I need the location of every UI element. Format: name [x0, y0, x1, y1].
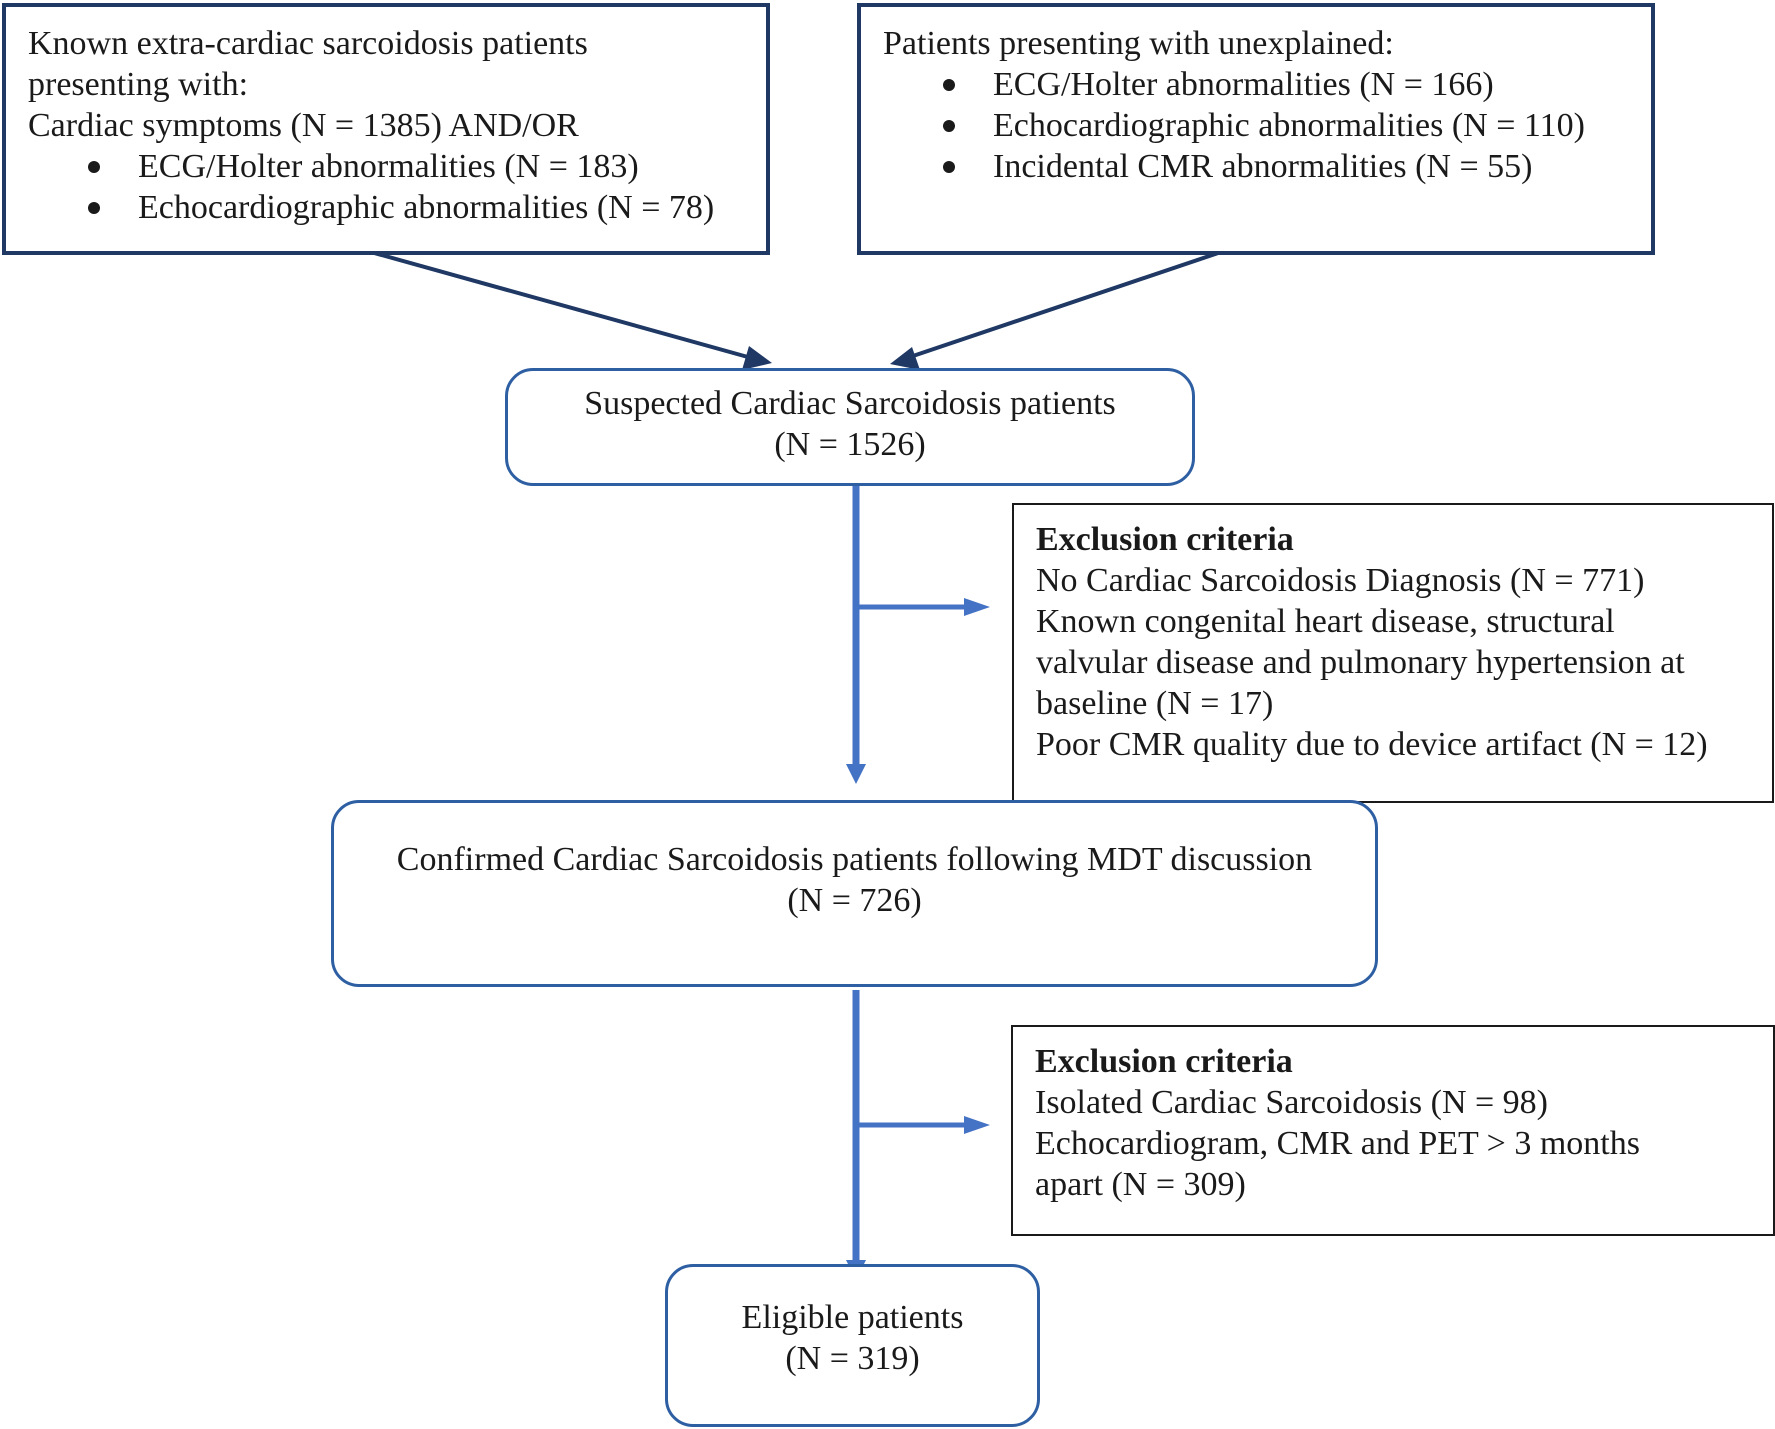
confirmed-line-1: Confirmed Cardiac Sarcoidosis patients f… — [396, 841, 1313, 878]
exclusion-box-2: Exclusion criteria Isolated Cardiac Sarc… — [1011, 1025, 1775, 1236]
arrowhead-known-to-suspected — [742, 346, 772, 370]
bullet-icon — [943, 79, 955, 91]
exclusion-1-line: baseline (N = 17) — [1036, 685, 1274, 722]
exclusion-1-line: Poor CMR quality due to device artifact … — [1036, 726, 1708, 763]
known-bullet-list: ECG/Holter abnormalities (N = 183) Echoc… — [28, 146, 766, 228]
exclusion-1-line: Known congenital heart disease, structur… — [1036, 603, 1615, 640]
exclusion-1-line: No Cardiac Sarcoidosis Diagnosis (N = 77… — [1036, 562, 1645, 599]
known-bullet-item: ECG/Holter abnormalities (N = 183) — [28, 146, 766, 187]
bullet-icon — [943, 161, 955, 173]
arrow-unexplained-to-suspected — [906, 247, 1231, 360]
bullet-icon — [88, 161, 100, 173]
unexplained-bullet-list: ECG/Holter abnormalities (N = 166) Echoc… — [883, 64, 1651, 187]
exclusion-box-1: Exclusion criteria No Cardiac Sarcoidosi… — [1012, 503, 1774, 803]
known-line-3: Cardiac symptoms (N = 1385) AND/OR — [28, 107, 579, 144]
unexplained-bullet-text: Echocardiographic abnormalities (N = 110… — [993, 107, 1585, 144]
exclusion-2-line: apart (N = 309) — [1035, 1166, 1246, 1203]
unexplained-line-1: Patients presenting with unexplained: — [883, 25, 1394, 62]
unexplained-bullet-item: ECG/Holter abnormalities (N = 166) — [883, 64, 1651, 105]
exclusion-2-heading: Exclusion criteria — [1035, 1043, 1293, 1080]
exclusion-2-line: Echocardiogram, CMR and PET > 3 months — [1035, 1125, 1640, 1162]
arrowhead-suspected-to-confirmed — [846, 764, 866, 784]
unexplained-bullet-text: ECG/Holter abnormalities (N = 166) — [993, 66, 1494, 103]
known-line-1: Known extra-cardiac sarcoidosis patients — [28, 25, 588, 62]
box-confirmed: Confirmed Cardiac Sarcoidosis patients f… — [331, 800, 1378, 987]
arrowhead-to-exclusion-2 — [964, 1116, 990, 1134]
suspected-line-2: (N = 1526) — [774, 426, 926, 463]
arrow-known-to-suspected — [359, 247, 756, 361]
exclusion-2-line: Isolated Cardiac Sarcoidosis (N = 98) — [1035, 1084, 1548, 1121]
exclusion-1-line: valvular disease and pulmonary hypertens… — [1036, 644, 1685, 681]
box-eligible: Eligible patients (N = 319) — [665, 1264, 1040, 1427]
known-line-2: presenting with: — [28, 66, 249, 103]
suspected-line-1: Suspected Cardiac Sarcoidosis patients — [584, 385, 1116, 422]
box-known-extra-cardiac: Known extra-cardiac sarcoidosis patients… — [2, 3, 770, 255]
arrowhead-to-exclusion-1 — [964, 598, 990, 616]
confirmed-line-2: (N = 726) — [787, 882, 922, 919]
known-bullet-item: Echocardiographic abnormalities (N = 78) — [28, 187, 766, 228]
known-bullet-text: ECG/Holter abnormalities (N = 183) — [138, 148, 639, 185]
unexplained-bullet-item: Echocardiographic abnormalities (N = 110… — [883, 105, 1651, 146]
eligible-line-1: Eligible patients — [741, 1299, 964, 1336]
bullet-icon — [943, 120, 955, 132]
box-suspected: Suspected Cardiac Sarcoidosis patients (… — [505, 368, 1195, 486]
exclusion-1-heading: Exclusion criteria — [1036, 521, 1294, 558]
box-unexplained: Patients presenting with unexplained: EC… — [857, 3, 1655, 255]
bullet-icon — [88, 202, 100, 214]
arrowhead-unexplained-to-suspected — [890, 347, 920, 370]
eligible-line-2: (N = 319) — [785, 1340, 920, 1377]
known-bullet-text: Echocardiographic abnormalities (N = 78) — [138, 189, 715, 226]
unexplained-bullet-item: Incidental CMR abnormalities (N = 55) — [883, 146, 1651, 187]
unexplained-bullet-text: Incidental CMR abnormalities (N = 55) — [993, 148, 1533, 185]
